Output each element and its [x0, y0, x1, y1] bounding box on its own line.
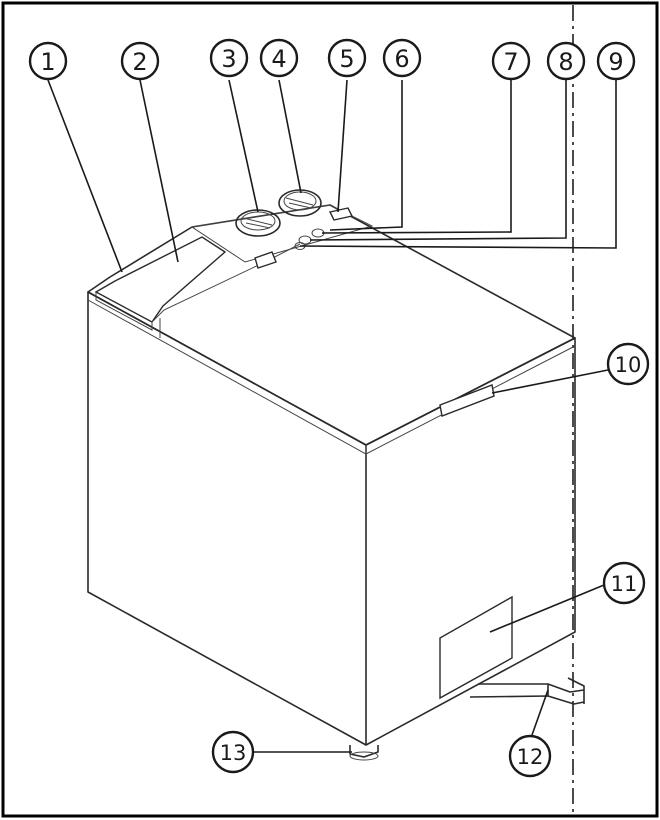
callout-6: 6	[382, 38, 422, 78]
callout-5: 5	[327, 38, 367, 78]
leader-7	[321, 80, 512, 234]
lid-seam	[151, 243, 301, 323]
svg-text:13: 13	[220, 741, 247, 765]
callout-9: 9	[596, 41, 636, 81]
tub-divider-raised	[94, 236, 227, 323]
svg-text:8: 8	[558, 48, 573, 76]
washing-machine-body	[87, 204, 576, 746]
callout-3: 3	[209, 38, 249, 78]
svg-text:5: 5	[339, 45, 354, 73]
callout-13: 13	[211, 730, 255, 774]
svg-text:1: 1	[40, 48, 55, 76]
wash-lid-front-edge	[95, 292, 153, 331]
callout-8: 8	[546, 41, 586, 81]
callout-2: 2	[120, 41, 160, 81]
callout-11: 11	[602, 561, 646, 605]
leader-3	[228, 79, 259, 213]
svg-text:10: 10	[615, 353, 642, 377]
leader-4	[278, 79, 302, 194]
cabinet-front-face	[87, 291, 367, 746]
lid-latch	[254, 251, 277, 269]
leader-lines	[47, 79, 617, 753]
svg-text:2: 2	[132, 48, 147, 76]
callout-7: 7	[491, 41, 531, 81]
leader-2	[139, 79, 179, 263]
callout-4: 4	[259, 38, 299, 78]
svg-text:9: 9	[608, 48, 623, 76]
drain-hose	[469, 677, 585, 705]
leader-12	[531, 689, 549, 736]
leader-5	[337, 79, 348, 213]
timer-knob-1	[235, 209, 281, 237]
callouts: 1 2 3 4 5 6 7 8	[28, 38, 650, 778]
cabinet-top-surface	[87, 204, 576, 446]
callout-1: 1	[28, 41, 68, 81]
control-knobs	[235, 189, 354, 250]
leader-8	[309, 80, 567, 241]
leader-11	[489, 584, 605, 633]
svg-text:7: 7	[503, 48, 518, 76]
side-handle-slot	[439, 384, 495, 417]
svg-text:6: 6	[394, 45, 409, 73]
leader-9	[299, 80, 617, 249]
svg-text:4: 4	[271, 45, 286, 73]
selector-switch	[328, 207, 354, 221]
callout-12: 12	[508, 734, 552, 778]
svg-text:3: 3	[221, 45, 236, 73]
leader-1	[47, 79, 123, 273]
rating-label-plate	[439, 595, 513, 700]
top-edge-lip	[87, 299, 576, 455]
svg-text:12: 12	[517, 745, 544, 769]
timer-knob-2	[278, 189, 322, 217]
leader-6	[329, 80, 403, 231]
adjustable-foot	[349, 745, 379, 761]
svg-text:11: 11	[611, 572, 638, 596]
leader-10	[491, 369, 609, 394]
callout-10: 10	[606, 342, 650, 386]
